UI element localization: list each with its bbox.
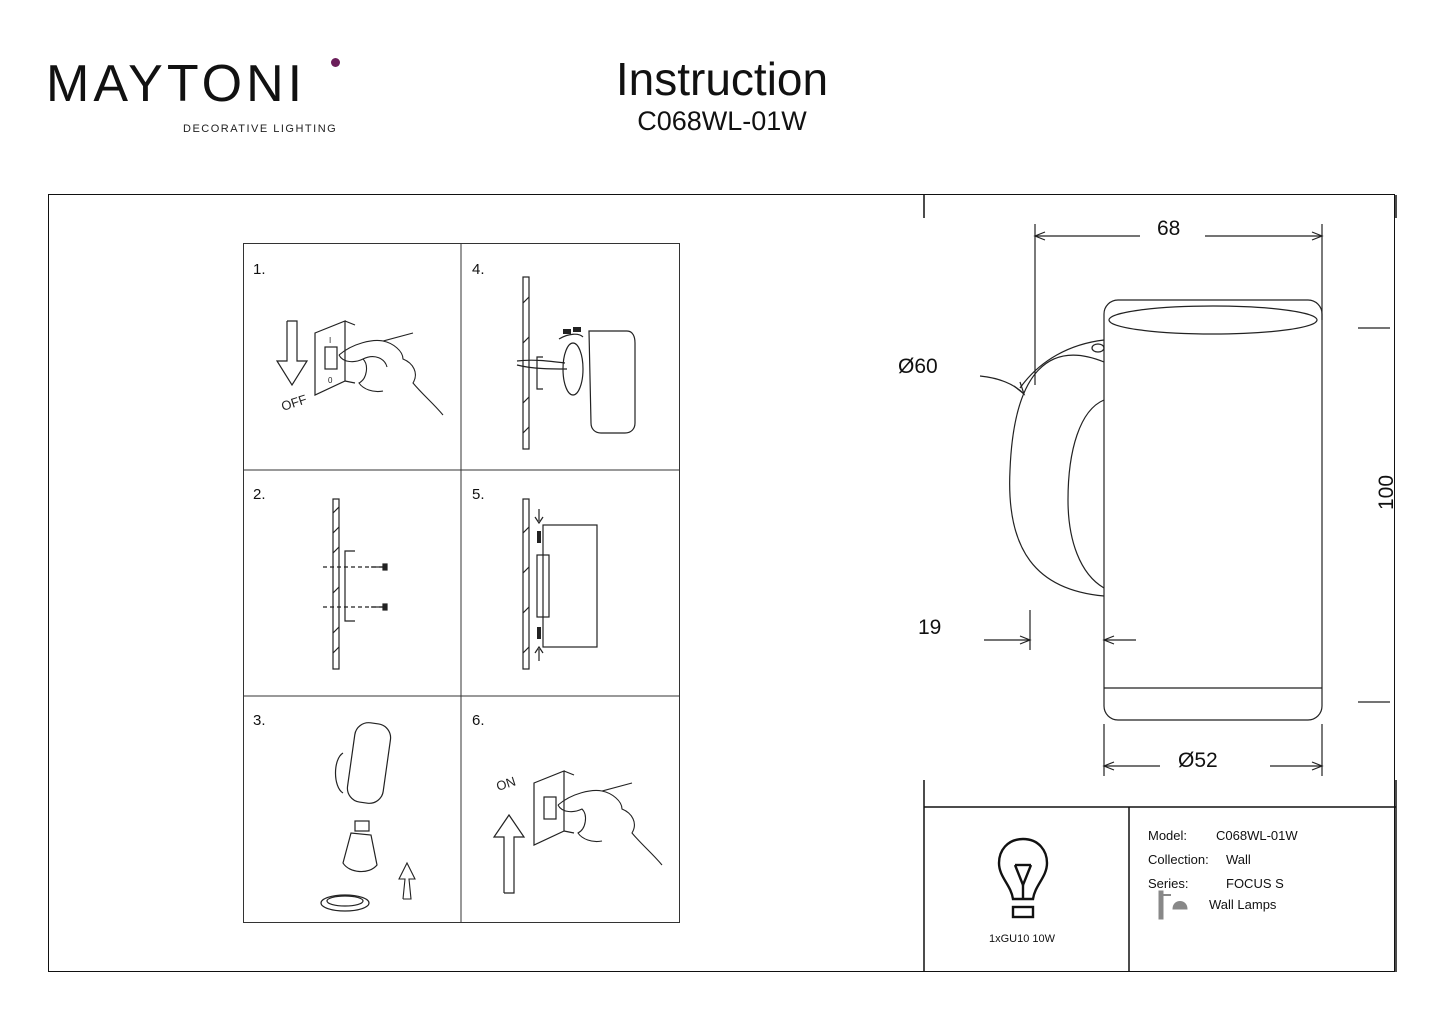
wire [516,359,566,364]
brand-tagline: DECORATIVE LIGHTING [183,123,338,135]
lamp-base [562,342,584,396]
step-4-illustration [516,276,636,450]
wall-section [332,498,340,670]
brand-logo-dot [331,58,340,67]
switch-on-mark: I [329,336,331,345]
wall-section [522,276,530,450]
dimension-base-diameter: Ø60 [898,355,938,378]
model-value: C068WL-01W [1216,828,1298,843]
brand-logo-wordmark: MAYTONI [46,55,307,113]
step-3-illustration [320,722,416,912]
lamp-body [542,524,598,648]
lamp-body [588,330,636,434]
arrow-up-icon [492,813,526,894]
installation-steps: 1. 2. 3. 4. 5. 6. OFF I 0 [243,243,680,923]
step-2-illustration [323,498,388,670]
step-6-number: 6. [472,712,485,729]
step-2-number: 2. [253,486,266,503]
lamp-body-outline [1103,299,1323,721]
step-1-number: 1. [253,261,266,278]
gu10-bulb [342,832,378,873]
light-bulb-icon [997,837,1049,919]
lamp-base [334,752,344,794]
dimension-offset: 19 [918,616,942,639]
arrow-down-icon [275,320,309,387]
step-5-illustration [522,498,598,670]
wall-section [522,498,530,670]
screw-icon [537,531,541,639]
series-label: Series: [1148,876,1189,891]
spec-table: 1xGU10 10W Model: C068WL-01W Collection:… [923,807,1396,973]
brand-logo: MAYTONI [46,58,346,138]
screw-icon [371,563,388,611]
series-value: FOCUS S [1226,876,1284,891]
lamp-top-rim [1108,305,1318,335]
dimension-body-diameter: Ø52 [1178,749,1218,772]
hand-icon [338,332,444,416]
wall-switch-icon [533,770,575,846]
page-title: Instruction [615,53,829,105]
bulb-spec: 1xGU10 10W [989,933,1056,945]
wall-switch-icon [314,320,356,396]
mounting-bracket [536,356,543,390]
step-6-on-label: ON [494,774,517,794]
lamp-base-disk [1009,354,1105,597]
terminal-block-icon [563,327,581,334]
step-5-number: 5. [472,486,485,503]
collection-label: Collection: [1148,852,1209,867]
step-4-number: 4. [472,261,485,278]
model-label: Model: [1148,828,1188,843]
mounting-bracket [536,554,550,618]
dimension-width: 68 [1157,217,1181,240]
switch-off-mark: 0 [328,376,333,385]
steps-grid [243,243,680,923]
mounting-bracket [344,550,355,622]
step-3-number: 3. [253,712,266,729]
step-6-illustration: ON [492,770,663,894]
step-1-illustration: OFF I 0 [275,320,444,416]
arrow-up-icon [398,861,416,900]
lamp-body [346,722,392,804]
category-label: Wall Lamps [1209,897,1277,912]
dimension-height: 100 [1375,474,1398,510]
model-code: C068WL-01W [637,106,807,136]
dimension-drawing [979,224,1390,776]
step-1-off-label: OFF [279,392,308,414]
wall-lamp-icon [1158,890,1188,920]
lens-ring [320,894,370,912]
collection-value: Wall [1226,852,1251,867]
drawing-frame [48,194,1395,972]
hand-icon [557,782,663,866]
